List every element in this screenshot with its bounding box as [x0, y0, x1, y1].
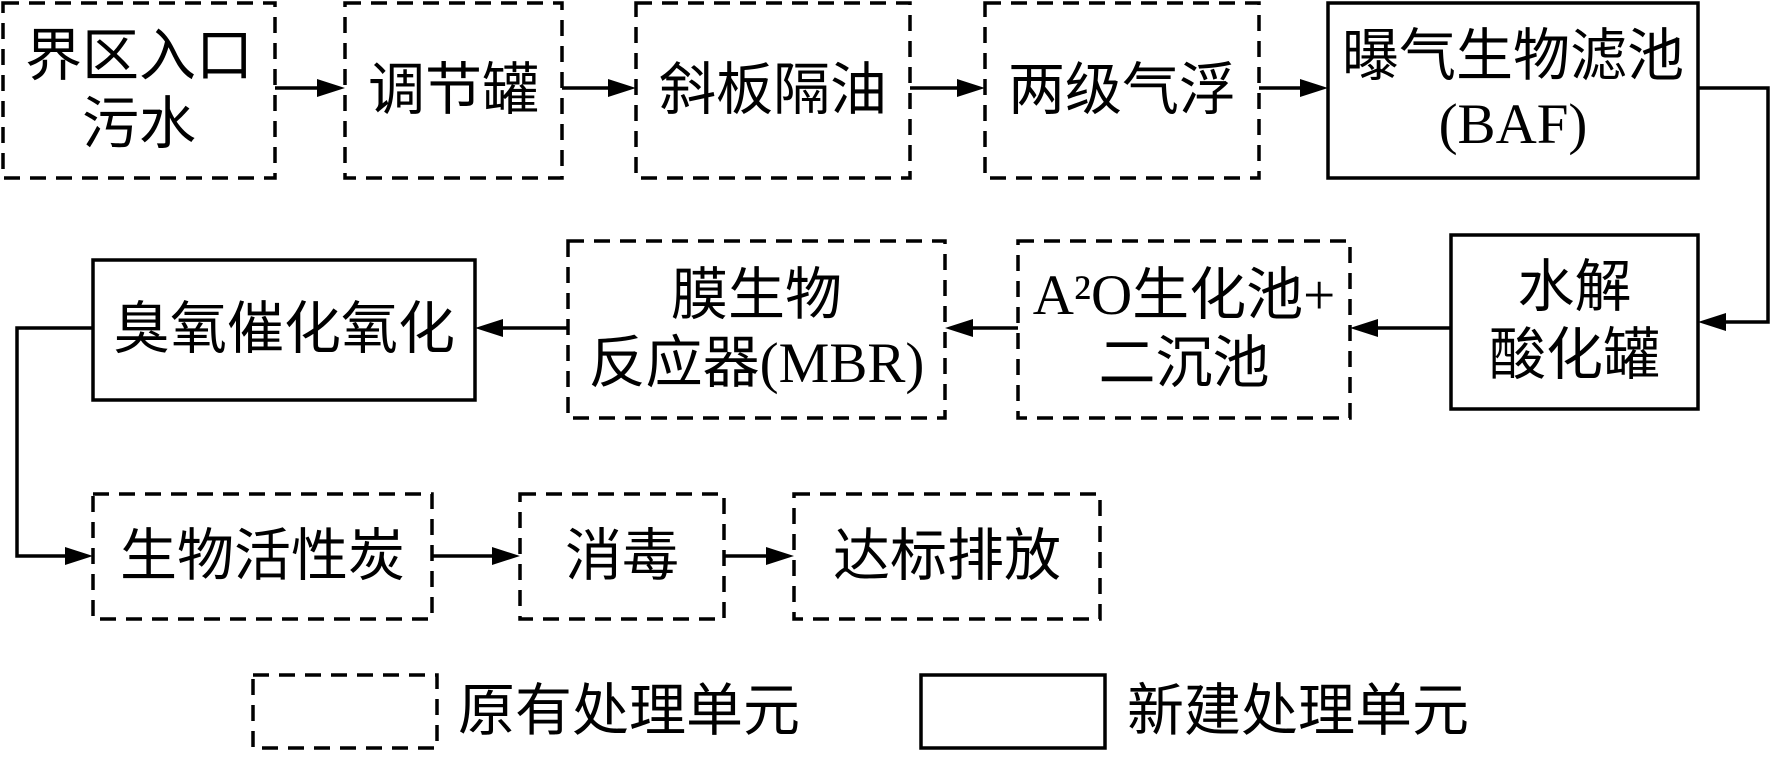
arrow-baf-to-hydrolysis — [1698, 86, 1770, 331]
node-label-line: 两级气浮 — [1008, 58, 1236, 122]
node-label-line: 消毒 — [565, 524, 679, 588]
node-hydrolysis-acidification-tank: 水解 酸化罐 — [1451, 235, 1698, 409]
node-inclined-plate-oil-separation: 斜板隔油 — [636, 3, 910, 178]
node-label-line: 斜板隔油 — [659, 58, 887, 122]
node-disinfection: 消毒 — [520, 494, 724, 619]
node-label-line: 臭氧催化氧化 — [113, 298, 455, 361]
node-a2o-secondary-clarifier: A²O生化池+ 二沉池 — [1018, 241, 1350, 418]
arrow-mbr-to-ozone — [475, 319, 568, 337]
arrow-oil-separation-to-flotation — [910, 79, 985, 97]
compliant-discharge-box-border — [792, 492, 1102, 621]
node-label-line: 反应器(MBR) — [588, 331, 925, 395]
baf-box-border — [1326, 1, 1700, 180]
arrow-equalization-to-oil-separation — [562, 79, 636, 97]
legend-existing-label: 原有处理单元 — [458, 680, 800, 743]
inlet-wastewater-box-border — [1, 1, 277, 180]
node-label-line: (BAF) — [1438, 92, 1588, 156]
node-biological-activated-carbon: 生物活性炭 — [93, 494, 432, 619]
legend-existing-swatch — [251, 673, 439, 750]
two-stage-flotation-box-border — [983, 1, 1261, 180]
node-ozone-catalytic-oxidation: 臭氧催化氧化 — [93, 260, 475, 400]
node-label-line: 界区入口 — [25, 24, 253, 88]
node-label-line: 二沉池 — [1098, 331, 1270, 395]
node-label-line: 生物活性炭 — [120, 524, 405, 588]
node-mbr: 膜生物 反应器(MBR) — [568, 241, 945, 418]
node-equalization-tank: 调节罐 — [345, 3, 562, 178]
node-label-line: 调节罐 — [368, 58, 539, 122]
arrow-ozone-to-activated-carbon — [15, 326, 93, 565]
node-label-line: 水解 — [1517, 256, 1632, 319]
equalization-tank-box-border — [343, 1, 564, 180]
legend-new-swatch — [919, 673, 1107, 750]
node-baf: 曝气生物滤池 (BAF) — [1328, 3, 1698, 178]
inclined-plate-oil-separation-box-border — [634, 1, 912, 180]
arrow-inlet-to-equalization — [275, 79, 345, 97]
node-label-line: 酸化罐 — [1489, 324, 1660, 387]
node-label-line: 达标排放 — [833, 524, 1061, 588]
legend-new-label: 新建处理单元 — [1127, 680, 1469, 743]
node-label-line: 曝气生物滤池 — [1342, 24, 1684, 88]
a2o-secondary-clarifier-box-border — [1016, 239, 1352, 420]
arrow-hydrolysis-to-a2o — [1350, 319, 1451, 337]
ozone-catalytic-oxidation-box-border — [91, 258, 477, 402]
node-two-stage-flotation: 两级气浮 — [985, 3, 1259, 178]
arrow-a2o-to-mbr — [945, 319, 1018, 337]
node-label-line: 膜生物 — [671, 263, 842, 327]
node-label-line: A²O生化池+ — [1032, 263, 1336, 327]
node-compliant-discharge: 达标排放 — [794, 494, 1100, 619]
arrow-activated-carbon-to-disinfection — [432, 547, 520, 565]
node-inlet-wastewater: 界区入口 污水 — [3, 3, 275, 178]
arrow-disinfection-to-discharge — [724, 547, 794, 565]
arrow-flotation-to-baf — [1259, 79, 1328, 97]
node-label-line: 污水 — [82, 92, 196, 156]
